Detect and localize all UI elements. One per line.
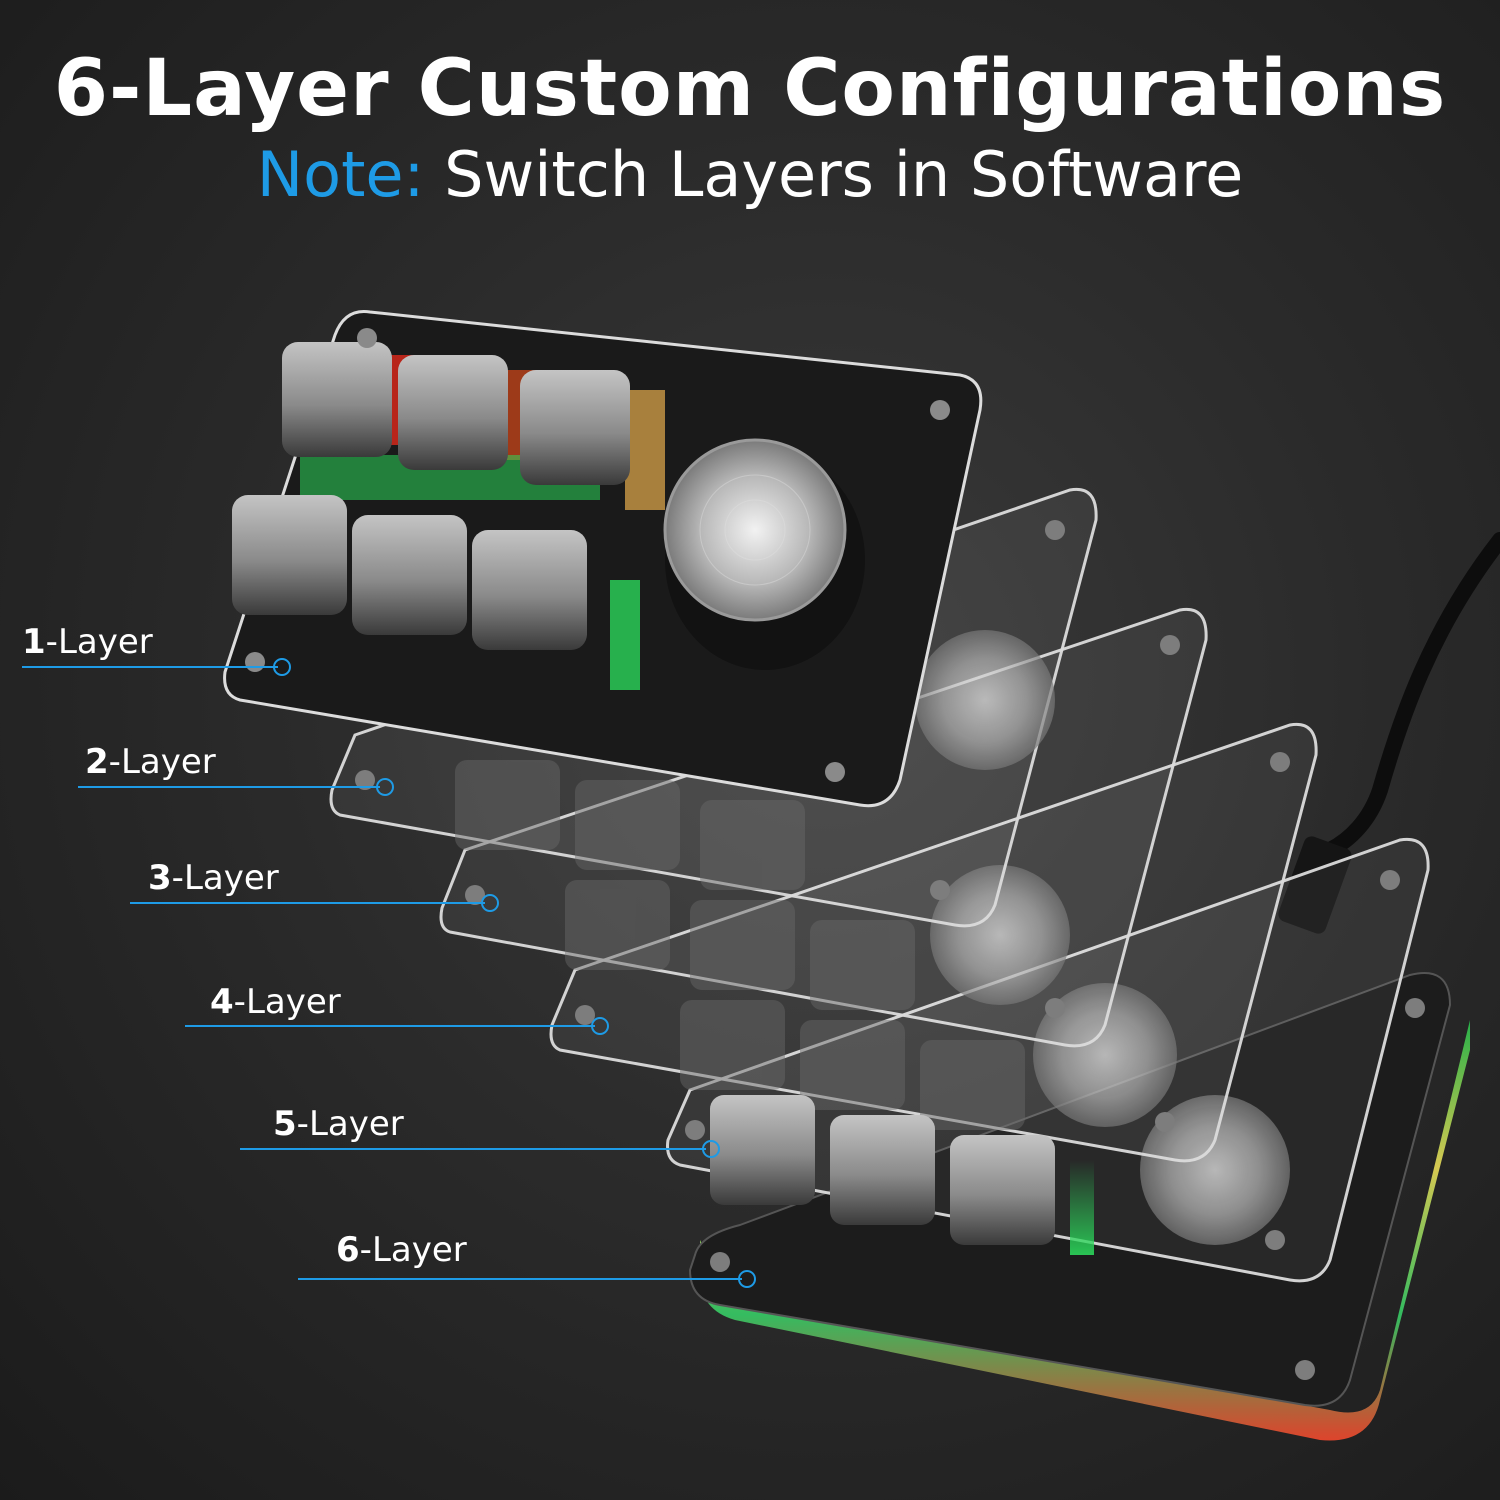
note-text: Switch Layers in Software [424, 138, 1244, 211]
screw-icon [825, 762, 845, 782]
knob-3 [930, 865, 1070, 1005]
screw-icon [357, 328, 377, 348]
usb-plug [1278, 836, 1352, 934]
leader-lines [22, 658, 756, 1288]
key-1-1 [282, 342, 392, 457]
usb-cable [1322, 532, 1500, 858]
layer-label-1: 1-Layer [22, 622, 153, 662]
ghost-keys [455, 760, 1025, 1130]
key-2-2 [352, 515, 467, 635]
layer-label-5: 5-Layer [273, 1104, 404, 1144]
base-keys [710, 1095, 1094, 1255]
knob-1 [663, 438, 847, 622]
layer-label-4: 4-Layer [210, 982, 341, 1022]
key-2-1 [232, 495, 347, 615]
key-1-3 [520, 370, 630, 485]
plate-1 [223, 309, 983, 808]
knob-4 [1033, 983, 1177, 1127]
knob-2 [915, 630, 1055, 770]
knob-5 [1140, 1095, 1290, 1245]
page-subtitle: Note: Switch Layers in Software [0, 138, 1500, 211]
layer-label-3: 3-Layer [148, 858, 279, 898]
key-2-3 [472, 530, 587, 650]
plate-screws [355, 520, 1425, 1380]
page-title: 6-Layer Custom Configurations [53, 44, 1447, 134]
key-1-2 [398, 355, 508, 470]
screw-icon [245, 652, 265, 672]
screw-icon [930, 400, 950, 420]
layer-label-6: 6-Layer [336, 1230, 467, 1270]
note-label: Note: [256, 138, 425, 211]
layer-label-2: 2-Layer [85, 742, 216, 782]
